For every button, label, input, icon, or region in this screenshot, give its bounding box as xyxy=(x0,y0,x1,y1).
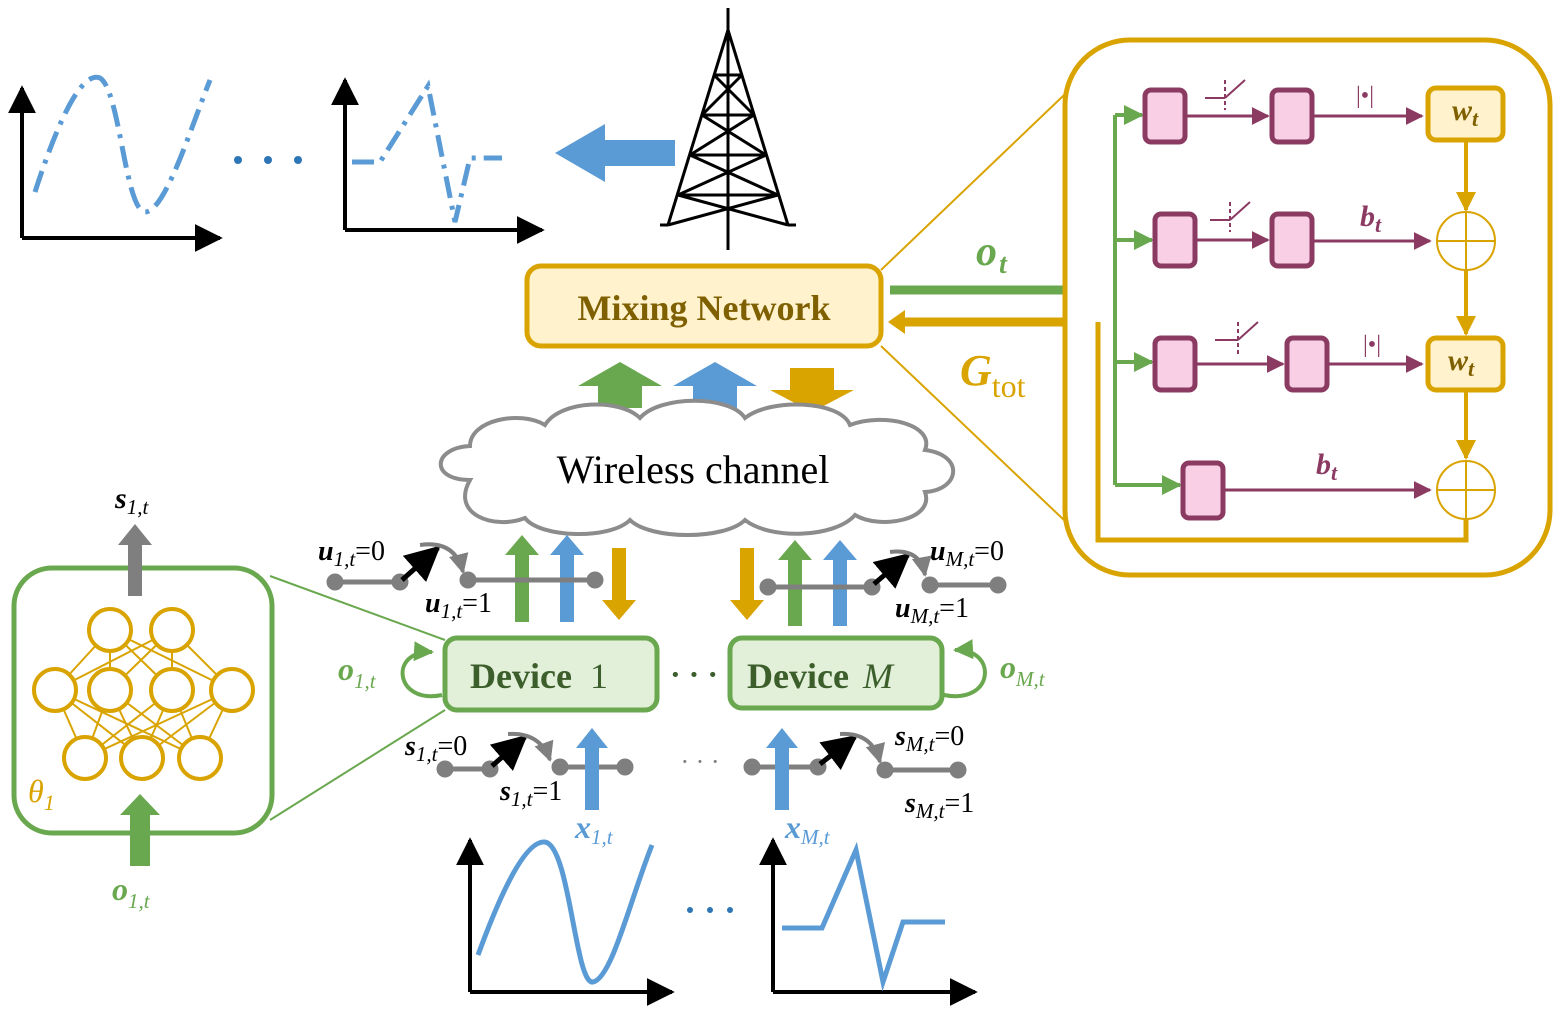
o1-label: o1,t xyxy=(338,651,377,693)
s1-zero-label: s1,t=0 xyxy=(404,731,467,766)
xM-label: xM,t xyxy=(784,809,831,849)
relu-icon xyxy=(1210,201,1251,232)
x1-label: x1,t xyxy=(574,809,614,849)
oM-loop-arrow xyxy=(943,639,987,699)
uM-zero-label: uM,t=0 xyxy=(930,536,1004,571)
input-plot-M xyxy=(759,837,978,1006)
abs-label: |•| xyxy=(1356,83,1374,109)
xM-input-arrow xyxy=(766,728,798,810)
input-plot-1 xyxy=(456,837,675,1006)
relu-icon xyxy=(1215,321,1259,355)
output-plot-ellipsis xyxy=(234,156,302,164)
switch-s1 xyxy=(436,758,634,778)
s1-one-label: s1,t=1 xyxy=(499,776,562,811)
deviceM-uplink-arrows xyxy=(730,540,857,626)
switch-ellipsis: · · · xyxy=(681,747,720,776)
agent-input-arrow xyxy=(120,794,160,866)
hyper-layer-box xyxy=(1284,335,1330,393)
b-t-label: bt xyxy=(1360,200,1382,237)
device-1-box xyxy=(442,635,660,713)
u1-one-label: u1,t=1 xyxy=(425,588,492,623)
g-tot-label: Gtot xyxy=(960,346,1026,404)
hypernet-input-bus xyxy=(1113,105,1182,495)
input-plot-ellipsis xyxy=(687,907,733,913)
agent-output-label: s1,t xyxy=(114,482,149,519)
agent-output-arrow xyxy=(118,524,152,596)
theta-label: θ1 xyxy=(28,773,55,815)
g-tot-output-path xyxy=(1095,322,1469,543)
o1-loop-arrow xyxy=(400,641,443,699)
switch-sM xyxy=(743,758,967,779)
wireless-channel-cloud xyxy=(438,398,956,537)
u1-zero-label: u1,t=0 xyxy=(318,536,385,571)
hyper-layer-box xyxy=(1269,211,1315,269)
o-t-label: ot xyxy=(976,229,1008,280)
sum-node xyxy=(1436,460,1496,520)
tower-icon xyxy=(660,8,796,250)
hyper-layer-box xyxy=(1152,211,1198,269)
neural-net-nodes xyxy=(32,607,255,781)
switch-uM xyxy=(759,576,1007,596)
hypernet-panel xyxy=(1062,37,1553,578)
zoom-line xyxy=(269,575,446,641)
b-t-label: bt xyxy=(1316,448,1338,485)
sM-zero-label: sM,t=0 xyxy=(894,721,964,756)
output-plot-M xyxy=(331,77,545,244)
sum-node xyxy=(1436,211,1496,271)
up-arrow-green xyxy=(578,362,662,408)
up-arrow-blue xyxy=(673,362,757,408)
agent-input-label: o1,t xyxy=(112,871,151,913)
relu-icon xyxy=(1205,79,1246,110)
zoom-line xyxy=(880,345,1086,541)
down-arrow-gold xyxy=(770,368,854,412)
wireless-channel-label: Wireless channel xyxy=(557,447,830,492)
w-t-label: wt xyxy=(1452,94,1479,131)
hyper-layer-box xyxy=(1180,460,1226,521)
uM-one-label: uM,t=1 xyxy=(895,593,969,628)
device-M-box xyxy=(727,635,945,711)
devices-ellipsis: · · · xyxy=(670,656,718,692)
hyper-layer-box xyxy=(1269,87,1315,145)
w-t-label: wt xyxy=(1448,344,1475,381)
hyper-layer-box xyxy=(1142,87,1188,145)
broadcast-arrow xyxy=(555,124,675,182)
mixing-network-label: Mixing Network xyxy=(578,288,831,328)
zoom-line xyxy=(880,74,1086,271)
oM-label: oM,t xyxy=(1000,649,1046,691)
mixing-network-box xyxy=(524,263,884,349)
zoom-line xyxy=(269,709,446,821)
abs-label: |•| xyxy=(1363,332,1381,358)
output-plot-1 xyxy=(7,74,223,252)
sM-one-label: sM,t=1 xyxy=(904,788,974,823)
hyper-layer-box xyxy=(1152,335,1198,393)
x1-input-arrow xyxy=(576,728,608,810)
switch-u1 xyxy=(326,571,604,591)
